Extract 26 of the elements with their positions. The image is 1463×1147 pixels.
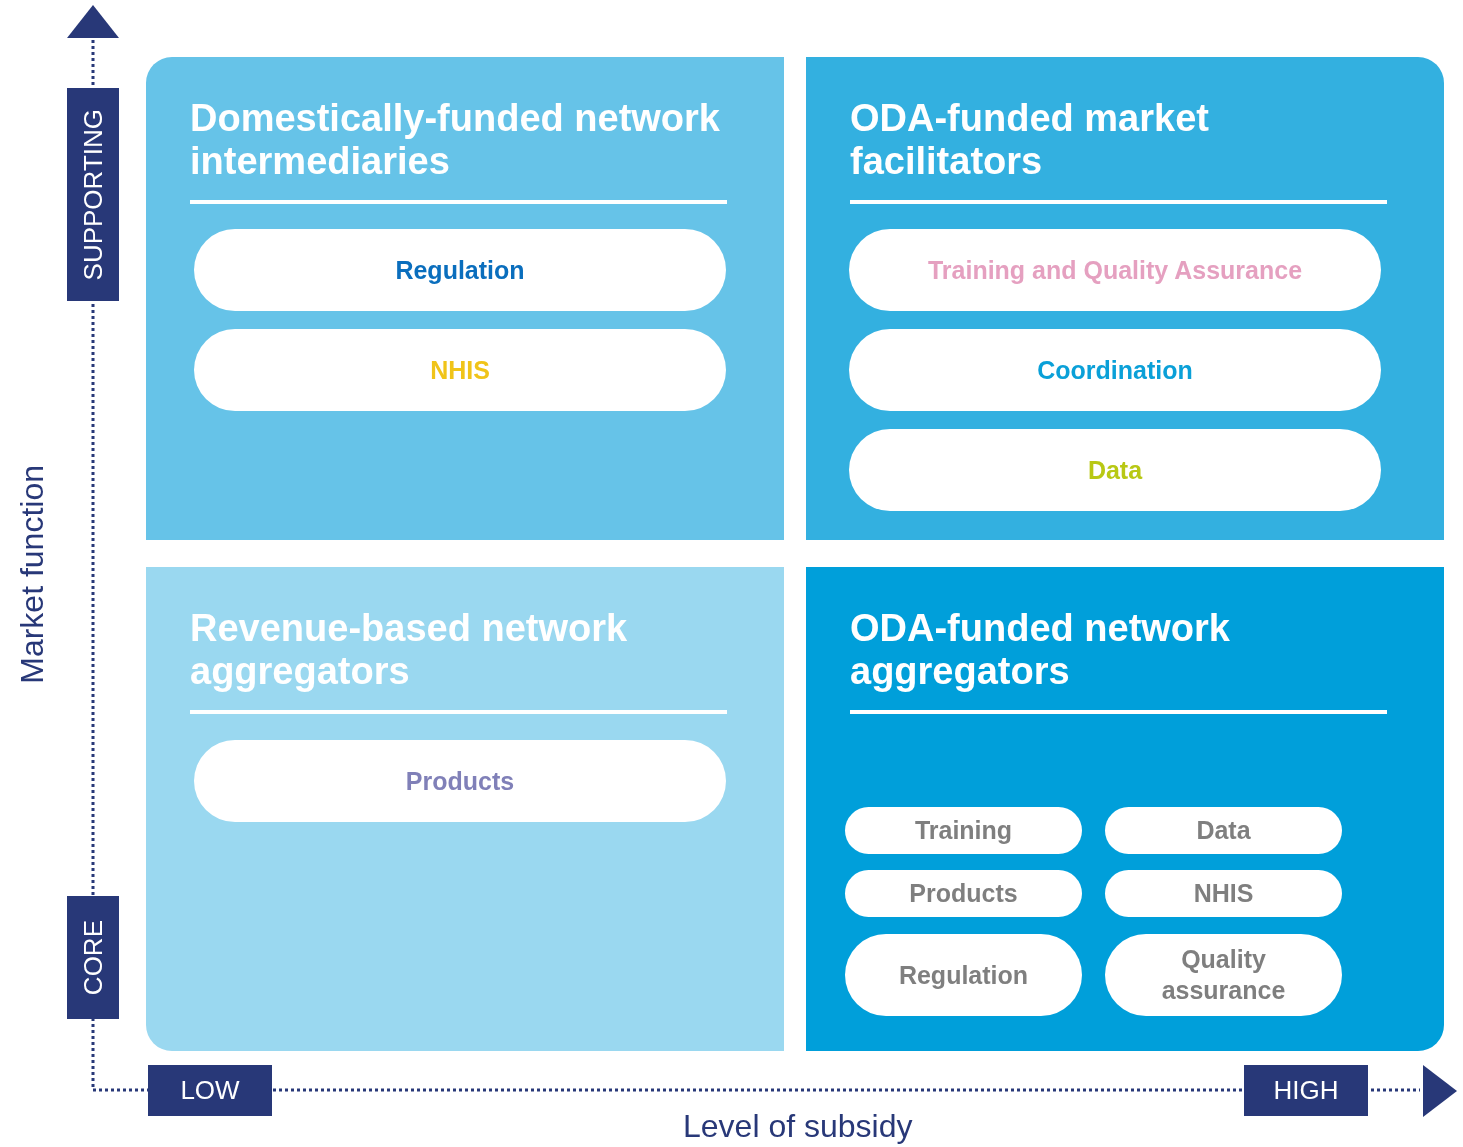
label-pill: Training and Quality Assurance <box>849 229 1381 311</box>
quadrant-heading: Revenue-based network aggregators <box>190 607 629 693</box>
axis-title: Level of subsidy <box>683 1108 913 1145</box>
quadrant-heading: ODA-funded network aggregators <box>850 607 1231 693</box>
label-pill: Regulation <box>194 229 726 311</box>
quadrant-panel <box>146 567 784 1051</box>
quadrant-heading: ODA-funded market facilitators <box>850 97 1210 183</box>
quadrant-panel <box>146 57 784 540</box>
axis-label: LOW <box>148 1065 272 1116</box>
label-pill: Data <box>1105 807 1342 854</box>
label-pill: Products <box>845 870 1082 917</box>
quadrant-panel <box>806 57 1444 540</box>
label-pill: NHIS <box>1105 870 1342 917</box>
axis-label: HIGH <box>1244 1065 1368 1116</box>
label-pill: NHIS <box>194 329 726 411</box>
axis-label: CORE <box>67 896 119 1019</box>
label-pill: Products <box>194 740 726 822</box>
label-pill: Coordination <box>849 329 1381 411</box>
label-pill: Regulation <box>845 934 1082 1016</box>
axis-title: Market function <box>14 465 51 686</box>
axis-label: SUPPORTING <box>67 88 119 301</box>
label-pill: Training <box>845 807 1082 854</box>
quadrant-heading: Domestically-funded network intermediaries <box>190 97 721 183</box>
quadrant-panel <box>806 567 1444 1051</box>
label-pill: Data <box>849 429 1381 511</box>
label-pill: Quality assurance <box>1105 934 1342 1016</box>
